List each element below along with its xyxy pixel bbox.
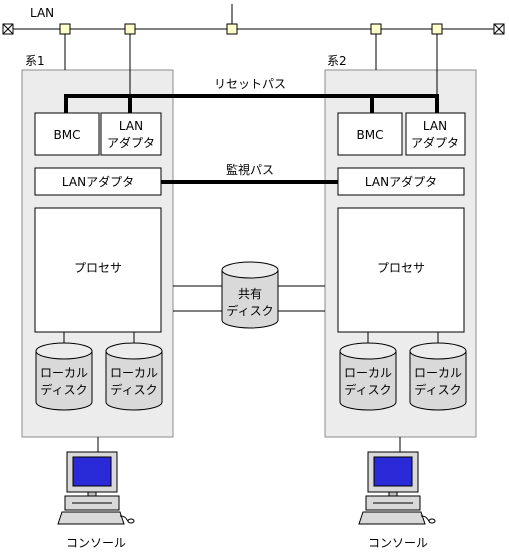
system2-bmc-label: BMC	[357, 128, 384, 142]
system1-lan-adapter	[34, 167, 162, 196]
system1-lan-adapter-small-line1: LAN	[119, 119, 143, 133]
system2-local-disk-1-line2: ディスク	[344, 382, 391, 397]
system1-local-disk-1-line1: ローカル	[40, 366, 88, 380]
lan-label: LAN	[30, 6, 54, 20]
system1-processor	[34, 207, 162, 333]
monitor-path-label: 監視パス	[226, 162, 274, 177]
lan-bus: LAN	[2, 4, 505, 35]
shared-disk-line1: 共有	[238, 287, 262, 301]
system1-label: 系1	[25, 54, 45, 68]
system2-local-disk-1-line1: ローカル	[344, 366, 392, 380]
system1-bmc-label: BMC	[54, 128, 81, 142]
shared-disk: 共有 ディスク	[221, 261, 279, 329]
reset-path-label: リセットパス	[214, 77, 286, 91]
system2-bmc	[337, 112, 403, 156]
system1-local-disk: ローカル ディスク	[35, 342, 93, 411]
lan-hub	[124, 23, 136, 35]
system2-local-disk-2-line1: ローカル	[414, 366, 462, 380]
system2-lan-adapter-small	[405, 112, 466, 156]
system2-lan-adapter-small-line1: LAN	[423, 119, 447, 133]
system1-local-disk-2-line1: ローカル	[110, 366, 158, 380]
lan-hub	[431, 23, 443, 35]
system2-local-disk-2-line2: ディスク	[414, 382, 461, 397]
console-1-label: コンソール	[66, 536, 126, 550]
system2-processor-label: プロセサ	[377, 261, 425, 275]
system1-local-disk-1-line2: ディスク	[40, 382, 87, 397]
system2-label: 系2	[327, 54, 347, 68]
system2-local-disk: ローカル ディスク	[339, 342, 397, 411]
system2-processor	[337, 207, 465, 333]
console-1-computer-icon	[57, 451, 135, 525]
system2-lan-adapter	[337, 167, 465, 196]
lan-hub	[226, 23, 238, 35]
lan-hub	[59, 23, 71, 35]
shared-disk-line2: ディスク	[226, 303, 273, 318]
system1-lan-adapter-small-line2: アダプタ	[107, 135, 155, 150]
system2-lan-adapter-label: LANアダプタ	[365, 174, 437, 189]
system1-processor-label: プロセサ	[74, 261, 122, 275]
console-2-label: コンソール	[368, 536, 428, 550]
system1-local-disk: ローカル ディスク	[105, 342, 163, 411]
lan-hub	[370, 23, 382, 35]
system1-lan-adapter-label: LANアダプタ	[62, 174, 134, 189]
system1-lan-adapter-small	[100, 112, 162, 156]
system2-local-disk: ローカル ディスク	[409, 342, 467, 411]
console-2-computer-icon	[358, 451, 436, 525]
system2-lan-adapter-small-line2: アダプタ	[411, 135, 459, 150]
system1-local-disk-2-line2: ディスク	[110, 382, 157, 397]
reset-path-line	[64, 94, 439, 114]
system1-bmc	[34, 112, 100, 156]
